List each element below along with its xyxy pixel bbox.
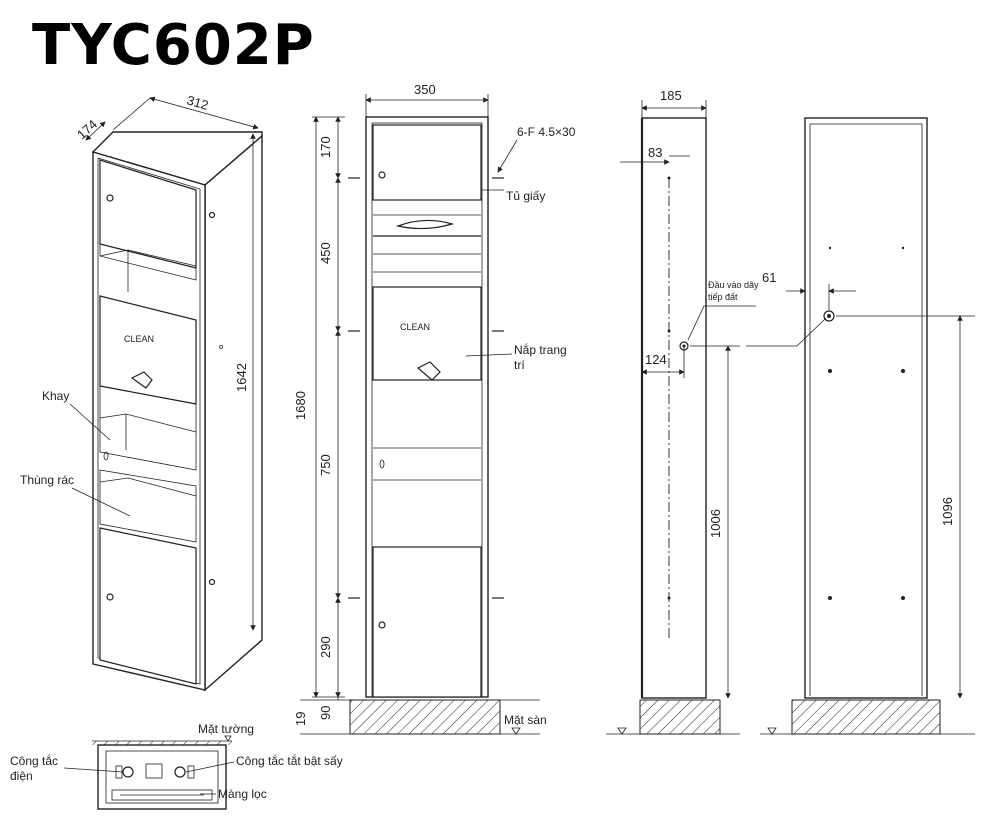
iso-trash-opening — [99, 469, 197, 543]
side-floor — [639, 699, 721, 735]
cover-label-1: Nắp trang — [514, 342, 567, 357]
front-lower-dim: 750 — [318, 454, 333, 476]
side-depth-dim: 185 — [660, 88, 682, 103]
power-switch-label-2: điện — [10, 769, 33, 783]
trash-label: Thùng rác — [20, 473, 74, 487]
back-floor — [791, 699, 941, 735]
front-floor-gap-dim: 19 — [293, 712, 308, 726]
iso-side-face — [204, 134, 263, 692]
screw-spec-label: 6-F 4.5×30 — [517, 125, 576, 139]
front-view: CLEAN 350 1680 170 450 750 — [293, 82, 576, 735]
paper-cabinet-label: Tủ giấy — [506, 189, 545, 203]
model-title: TYC602P — [32, 13, 315, 78]
iso-front-inner — [97, 157, 201, 685]
front-dryer-panel — [372, 286, 482, 381]
power-switch-label-1: Công tắc — [10, 753, 58, 768]
front-lock-icon — [378, 621, 386, 629]
iso-width-dim: 312 — [185, 92, 210, 112]
front-width-dim: 350 — [414, 82, 436, 97]
iso-logo: CLEAN — [124, 334, 154, 344]
iso-tray-opening — [99, 385, 197, 471]
iso-height-dim: 1642 — [234, 363, 249, 392]
front-floor — [349, 699, 501, 735]
front-top-dim: 170 — [318, 136, 333, 158]
wire-entry-label-1: Đầu vào dây — [708, 280, 759, 290]
front-bottom-door — [372, 546, 482, 698]
front-mid-dim: 450 — [318, 242, 333, 264]
back-frame — [804, 117, 928, 699]
iso-bottom-door — [99, 527, 197, 685]
top-view: Mặt tường Công tắc điện Công tắc tắt bật… — [10, 722, 343, 810]
filter-label: Màng lọc — [218, 787, 267, 801]
side-offset-dim: 83 — [648, 145, 662, 160]
filter — [111, 789, 213, 801]
back-wire-offset-dim: 61 — [762, 270, 776, 285]
iso-lock-icon — [106, 593, 114, 601]
back-wire-height-dim: 1096 — [940, 497, 955, 526]
tray-label: Khay — [42, 389, 69, 403]
front-lock-icon — [378, 171, 386, 179]
dryer-switch-icon — [174, 766, 186, 778]
floor-label: Mặt sàn — [504, 713, 547, 727]
front-total-height-dim: 1680 — [293, 391, 308, 420]
front-paper-door — [372, 124, 482, 201]
back-view: 61 1096 — [746, 117, 975, 735]
side-wire-height-dim: 1006 — [708, 509, 723, 538]
back-wire-entry — [823, 310, 835, 322]
paper-slot — [395, 219, 455, 230]
wire-entry-label-2: tiếp đất — [708, 292, 738, 302]
dryer-switch-label: Công tắc tắt bật sấy — [236, 753, 343, 768]
side-wire-offset-dim: 124 — [645, 352, 667, 367]
side-view: 185 83 124 1006 Đầu vào dây tiếp đất — [606, 88, 759, 735]
front-base-dim: 90 — [318, 706, 333, 720]
side-body — [641, 117, 707, 699]
iso-opening-1 — [99, 243, 197, 281]
iso-depth-dim: 174 — [74, 117, 100, 143]
isometric-view: CLEAN 174 312 1642 Khay Thùng rác — [20, 92, 263, 692]
iso-lock-icon — [106, 194, 114, 202]
front-logo: CLEAN — [400, 322, 430, 332]
front-bottom-dim: 290 — [318, 636, 333, 658]
cover-label-2: trí — [514, 358, 525, 372]
wall-label: Mặt tường — [198, 722, 254, 736]
